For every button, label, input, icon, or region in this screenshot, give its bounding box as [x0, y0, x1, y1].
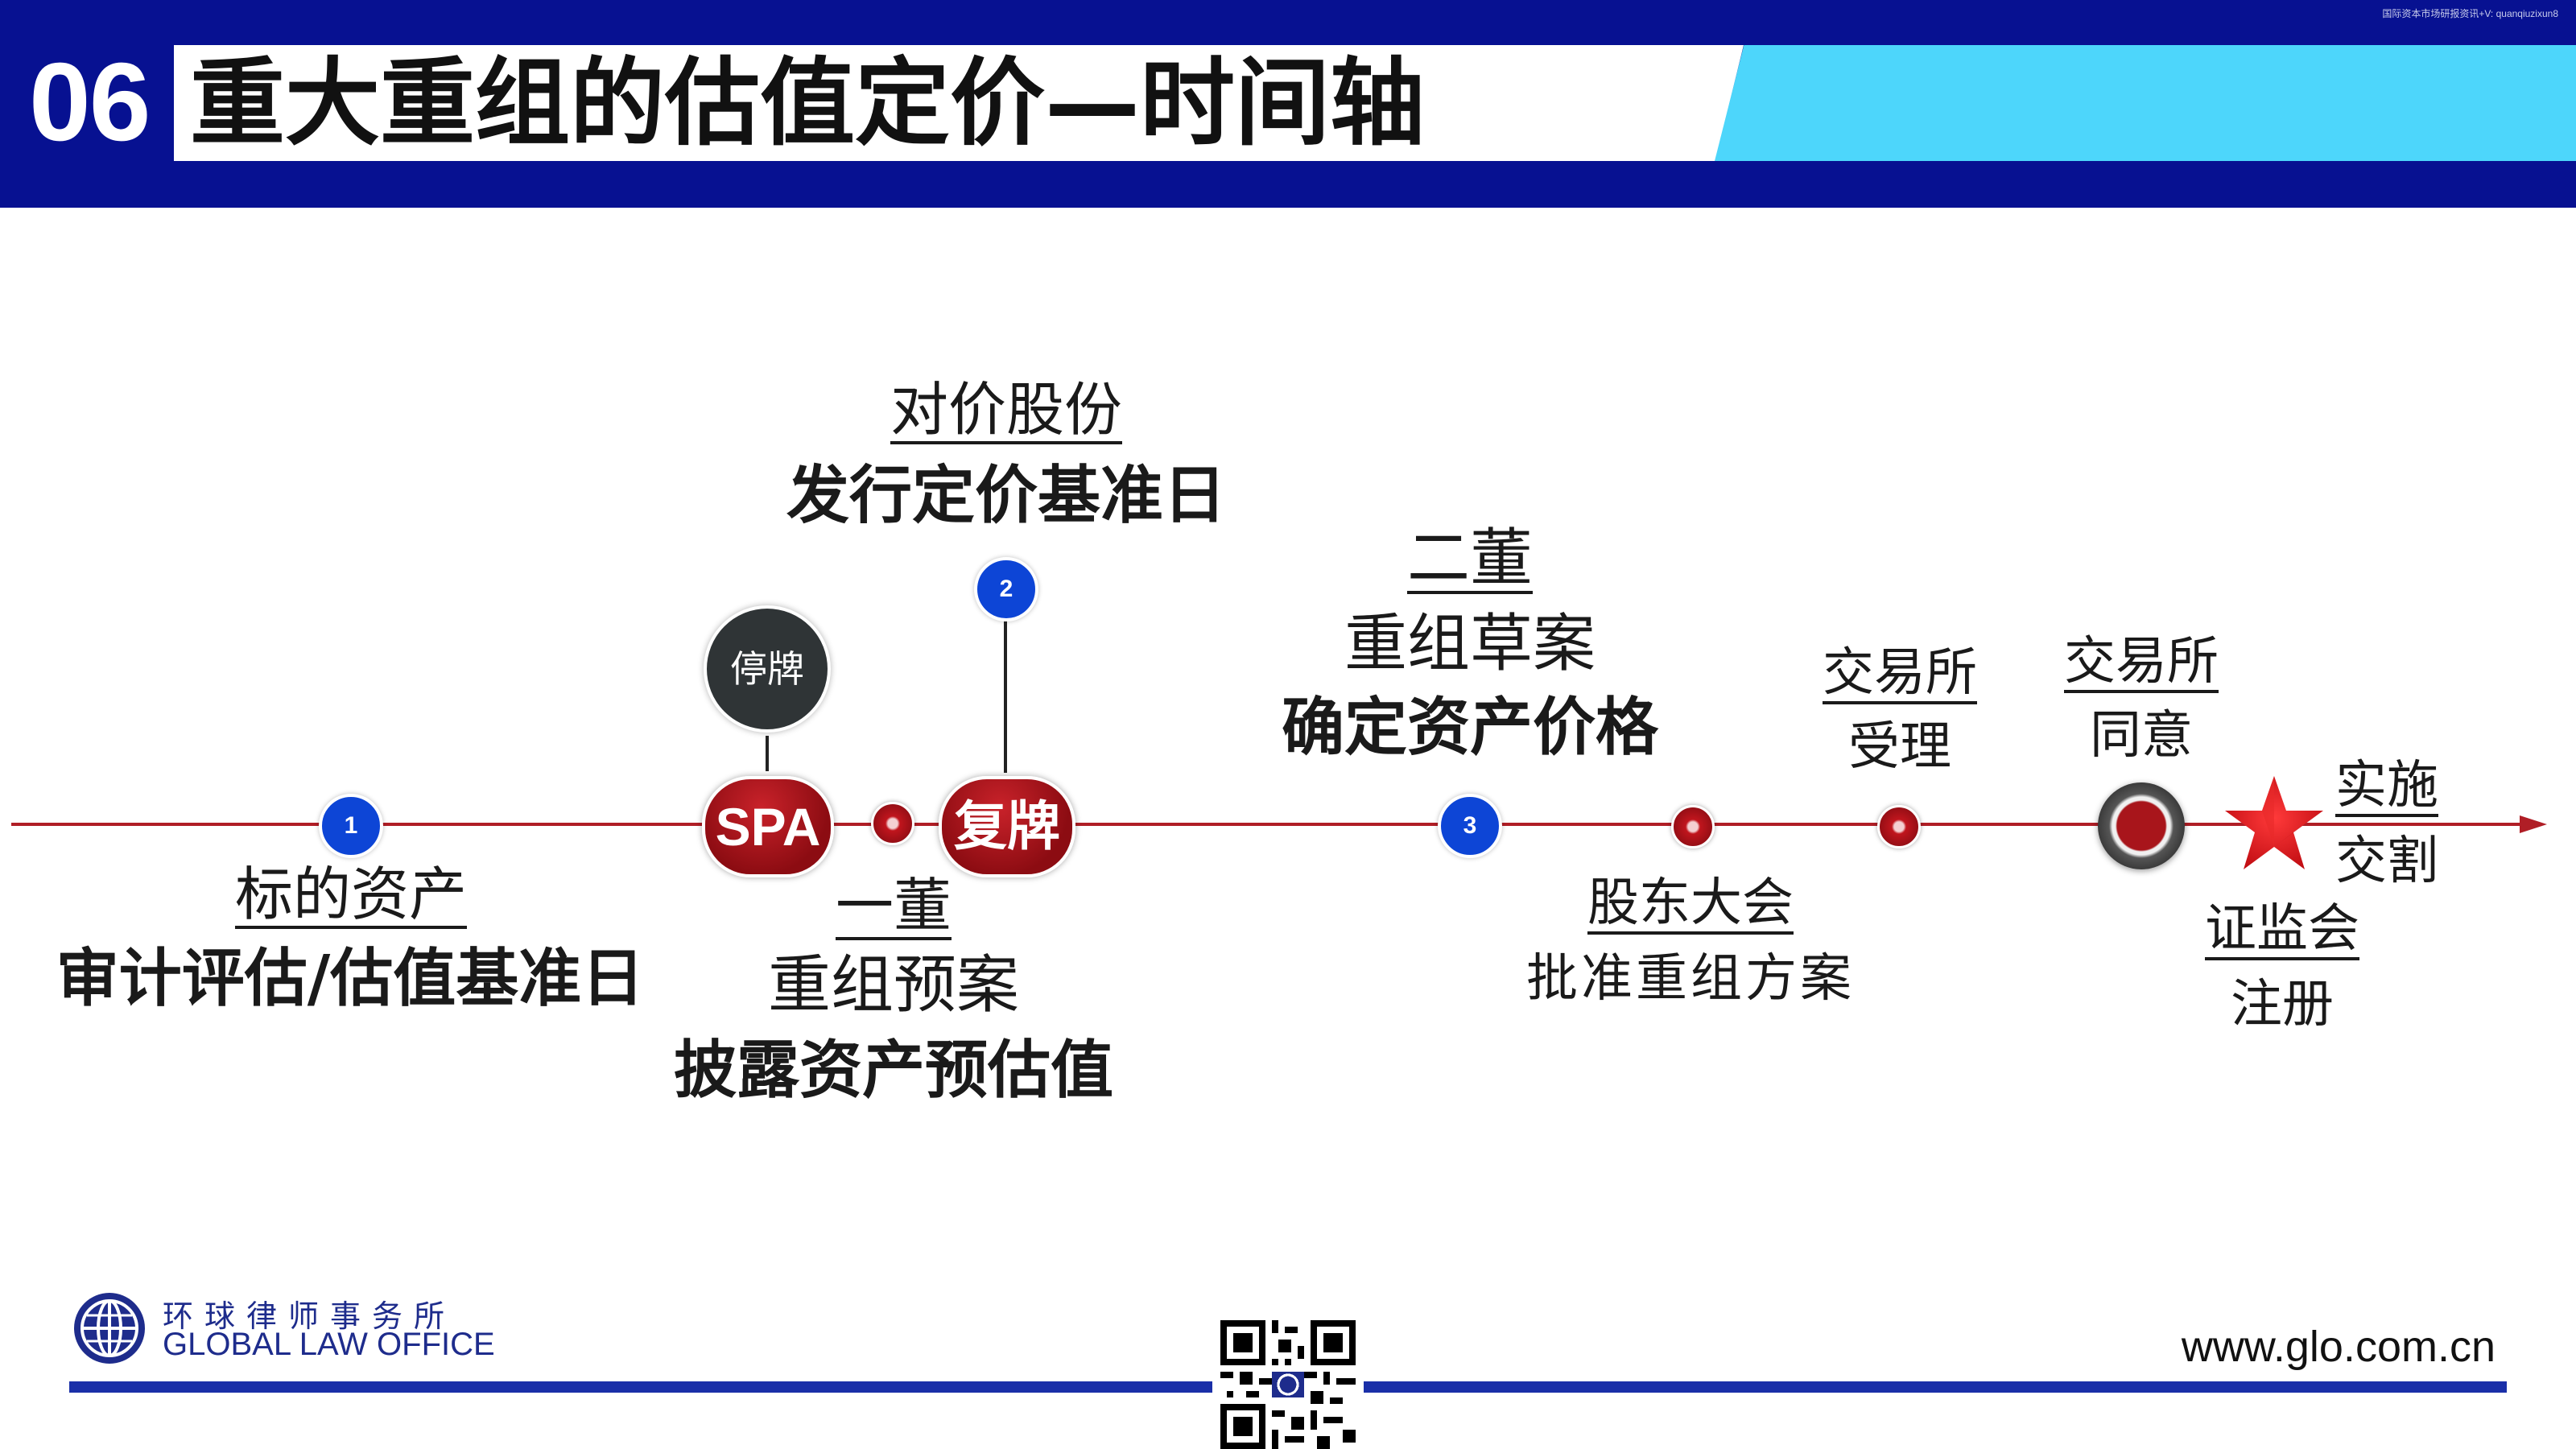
- shareholders-title: 股东大会: [1587, 873, 1794, 933]
- shareholders-dot: [1671, 805, 1715, 848]
- section-number: 06: [29, 40, 151, 164]
- step-3-pricing: 确定资产价格: [1281, 691, 1658, 764]
- globe-logo-icon: [74, 1293, 145, 1364]
- qr-code-icon: [1220, 1320, 1356, 1449]
- step-2-connector: [1004, 621, 1007, 773]
- star-icon: [2225, 776, 2323, 869]
- timeline-arrow-icon: [2520, 815, 2547, 833]
- page-title: 重大重组的估值定价—时间轴: [190, 47, 1426, 159]
- website-link[interactable]: www.glo.com.cn: [2181, 1323, 2496, 1371]
- spa-badge: SPA: [702, 776, 834, 877]
- csrc-status: 注册: [2231, 975, 2334, 1034]
- suspension-connector: [766, 736, 769, 771]
- exchange-approve-title: 交易所: [2064, 632, 2219, 691]
- exchange-accept-status: 受理: [1848, 717, 1951, 777]
- step-1-sublabel: 审计评估/估值基准日: [56, 943, 645, 1015]
- exchange-accept-title: 交易所: [1823, 643, 1977, 703]
- header-title-panel: [174, 45, 1744, 161]
- shareholders-approval: 批准重组方案: [1526, 949, 1855, 1009]
- step-1-label: 标的资产: [234, 861, 467, 928]
- board1-dot: [871, 802, 914, 845]
- step-2-sublabel: 发行定价基准日: [786, 460, 1226, 532]
- firm-name-en: GLOBAL LAW OFFICE: [163, 1327, 495, 1362]
- board1-plan: 重组预案: [767, 949, 1019, 1022]
- step-1-marker: 1: [319, 794, 383, 858]
- watermark-text: 国际资本市场研报资讯+V: quanqiuzixun8: [2382, 8, 2558, 19]
- firm-name-cn: 环球律师事务所: [163, 1298, 456, 1334]
- step-3-title: 二董: [1406, 522, 1533, 595]
- board1-title: 一董: [835, 872, 952, 939]
- exchange-approve-marker: [2098, 782, 2185, 869]
- footer-bar-right: [1364, 1381, 2507, 1393]
- step-2-label: 对价股份: [890, 376, 1122, 444]
- csrc-title: 证监会: [2205, 899, 2359, 959]
- resumption-badge: 复牌: [939, 776, 1075, 877]
- step-2-marker: 2: [974, 557, 1038, 621]
- closing-title: 实施: [2335, 756, 2438, 815]
- suspension-bubble: 停牌: [704, 605, 831, 733]
- closing-status: 交割: [2335, 832, 2438, 891]
- step-3-plan: 重组草案: [1344, 608, 1596, 680]
- board1-disclosure: 披露资产预估值: [673, 1034, 1113, 1107]
- exchange-accept-dot: [1877, 805, 1921, 848]
- footer-bar-left: [69, 1381, 1212, 1393]
- timeline-axis: [11, 823, 2529, 826]
- exchange-approve-status: 同意: [2090, 706, 2193, 766]
- header-accent: [1715, 45, 2576, 161]
- step-3-marker: 3: [1438, 794, 1502, 858]
